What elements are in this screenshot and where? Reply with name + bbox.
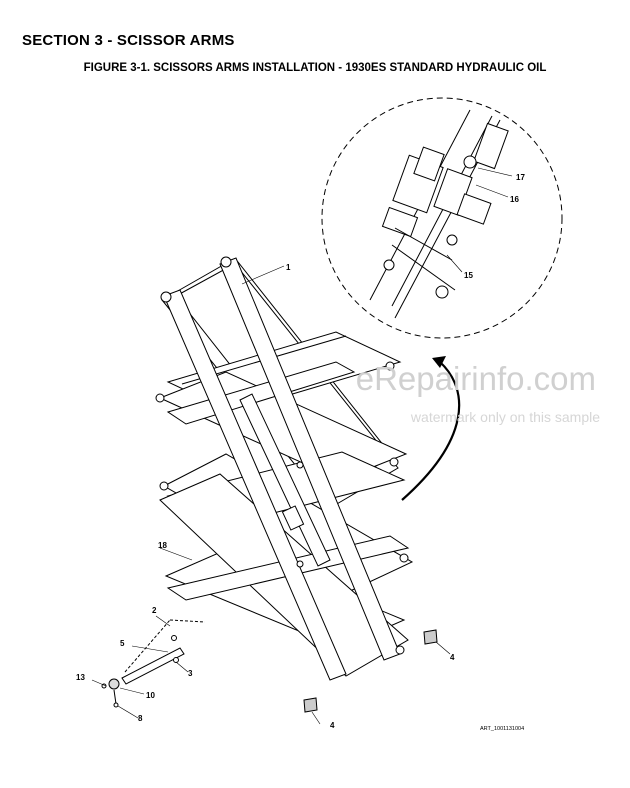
callout-17: 17 [516, 173, 525, 182]
callout-4b: 4 [330, 721, 335, 730]
detail-view [321, 97, 563, 339]
callout-4a: 4 [450, 653, 455, 662]
callout-16: 16 [510, 195, 519, 204]
callout-15: 15 [464, 271, 473, 280]
callout-1: 1 [286, 263, 291, 272]
detail-leader-curve [401, 356, 461, 501]
callout-2: 2 [152, 606, 157, 615]
scissor-stack [155, 256, 414, 681]
pivot-shaft-assembly [101, 619, 206, 708]
callouts: 1 2 3 4 4 5 8 10 13 15 16 17 18 [76, 173, 525, 730]
watermark-brand: eRepairinfo.com [356, 360, 596, 397]
leader-lines [91, 265, 451, 725]
callout-3: 3 [188, 669, 193, 678]
pads [303, 629, 438, 713]
watermark: eRepairinfo.com watermark only on this s… [356, 360, 600, 425]
callout-10: 10 [146, 691, 155, 700]
callout-18: 18 [158, 541, 167, 550]
callout-13: 13 [76, 673, 85, 682]
section-title: SECTION 3 - SCISSOR ARMS [22, 32, 235, 49]
callout-8: 8 [138, 714, 143, 723]
watermark-note: watermark only on this sample [410, 409, 600, 425]
figure-title: FIGURE 3-1. SCISSORS ARMS INSTALLATION -… [83, 62, 547, 74]
callout-5: 5 [120, 639, 125, 648]
art-number: ART_1001131004 [480, 726, 524, 732]
